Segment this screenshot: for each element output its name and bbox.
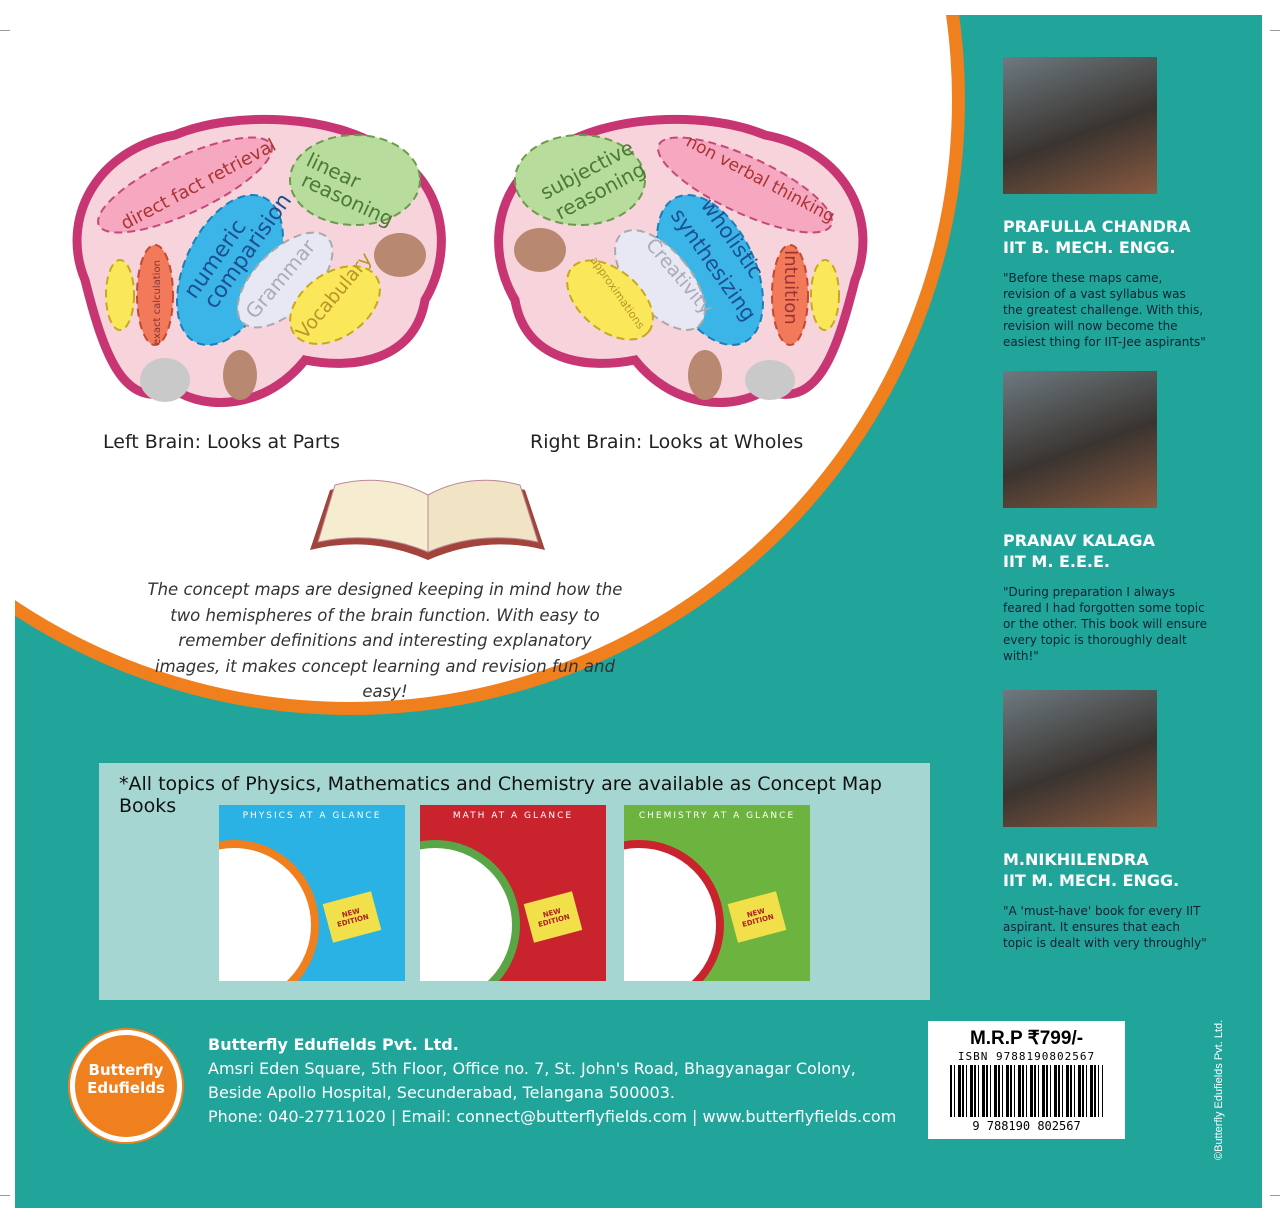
person-name: PRANAV KALAGA bbox=[1003, 531, 1155, 550]
crop-mark bbox=[1270, 30, 1280, 31]
isbn: ISBN 9788190802567 bbox=[957, 1050, 1096, 1063]
person-photo bbox=[1003, 690, 1157, 827]
copyright: ©Butterfly Edufields Pvt. Ltd. bbox=[1213, 1019, 1225, 1160]
person-photo bbox=[1003, 57, 1157, 194]
book-series-panel: *All topics of Physics, Mathematics and … bbox=[99, 763, 930, 1000]
person-degree: IIT B. MECH. ENGG. bbox=[1003, 238, 1176, 257]
person-name: PRAFULLA CHANDRA bbox=[1003, 217, 1191, 236]
person-quote: "During preparation I always feared I ha… bbox=[1003, 585, 1208, 663]
mrp-price: M.R.P ₹799/- bbox=[969, 1028, 1084, 1049]
left-brain-caption: Left Brain: Looks at Parts bbox=[103, 431, 341, 453]
region-label: exact calculation bbox=[152, 260, 163, 345]
right-brain-caption: Right Brain: Looks at Wholes bbox=[530, 431, 804, 453]
person-quote: "Before these maps came, revision of a v… bbox=[1003, 271, 1206, 349]
address-line: Amsri Eden Square, 5th Floor, Office no.… bbox=[208, 1059, 856, 1078]
person-degree: IIT M. E.E.E. bbox=[1003, 552, 1110, 571]
open-book-icon bbox=[310, 479, 545, 560]
new-edition-badge: NEW EDITION bbox=[523, 891, 583, 943]
barcode-number: 9 788190 802567 bbox=[972, 1119, 1081, 1133]
testimonial: PRANAV KALAGA IIT M. E.E.E. "During prep… bbox=[1003, 371, 1243, 664]
publisher-logo: Butterfly Edufields bbox=[70, 1030, 182, 1142]
book-series-title: *All topics of Physics, Mathematics and … bbox=[119, 773, 882, 817]
price-barcode-label: M.R.P ₹799/- ISBN 9788190802567 9 788190… bbox=[928, 1021, 1125, 1139]
new-edition-badge: NEW EDITION bbox=[322, 891, 382, 943]
back-cover: direct fact retrieval linear reasoning n… bbox=[15, 15, 1262, 1208]
crop-mark bbox=[0, 1195, 10, 1196]
book-cover-chemistry: CHEMISTRY AT A GLANCE NEW EDITION bbox=[624, 805, 810, 981]
publisher-address: Butterfly Edufields Pvt. Ltd. Amsri Eden… bbox=[208, 1033, 896, 1129]
crop-mark bbox=[1270, 1195, 1280, 1196]
publisher-name: Butterfly Edufields Pvt. Ltd. bbox=[208, 1035, 459, 1054]
testimonial: M.NIKHILENDRA IIT M. MECH. ENGG. "A 'mus… bbox=[1003, 690, 1243, 951]
person-quote: "A 'must-have' book for every IIT aspira… bbox=[1003, 904, 1207, 950]
book-cover-physics: PHYSICS AT A GLANCE NEW EDITION bbox=[219, 805, 405, 981]
person-degree: IIT M. MECH. ENGG. bbox=[1003, 871, 1180, 890]
book-disc bbox=[219, 840, 319, 981]
new-edition-badge: NEW EDITION bbox=[727, 891, 787, 943]
barcode bbox=[950, 1065, 1103, 1117]
book-title: CHEMISTRY AT A GLANCE bbox=[638, 811, 796, 821]
book-cover-math: MATH AT A GLANCE NEW EDITION bbox=[420, 805, 606, 981]
book-disc bbox=[624, 840, 724, 981]
person-name: M.NIKHILENDRA bbox=[1003, 850, 1149, 869]
contact-line: Phone: 040-27711020 | Email: connect@but… bbox=[208, 1107, 897, 1126]
person-photo bbox=[1003, 371, 1157, 508]
book-title: PHYSICS AT A GLANCE bbox=[242, 811, 382, 821]
testimonial: PRAFULLA CHANDRA IIT B. MECH. ENGG. "Bef… bbox=[1003, 57, 1243, 350]
crop-mark bbox=[0, 30, 10, 31]
region-label: Intuition bbox=[780, 250, 801, 325]
book-disc bbox=[420, 840, 520, 981]
address-line: Beside Apollo Hospital, Secunderabad, Te… bbox=[208, 1083, 675, 1102]
left-brain-illustration: direct fact retrieval linear reasoning n… bbox=[72, 114, 446, 407]
right-brain-illustration: subjective reasoning non verbal thinking… bbox=[494, 114, 868, 407]
intro-text: The concept maps are designed keeping in… bbox=[147, 580, 623, 701]
book-title: MATH AT A GLANCE bbox=[452, 811, 574, 821]
